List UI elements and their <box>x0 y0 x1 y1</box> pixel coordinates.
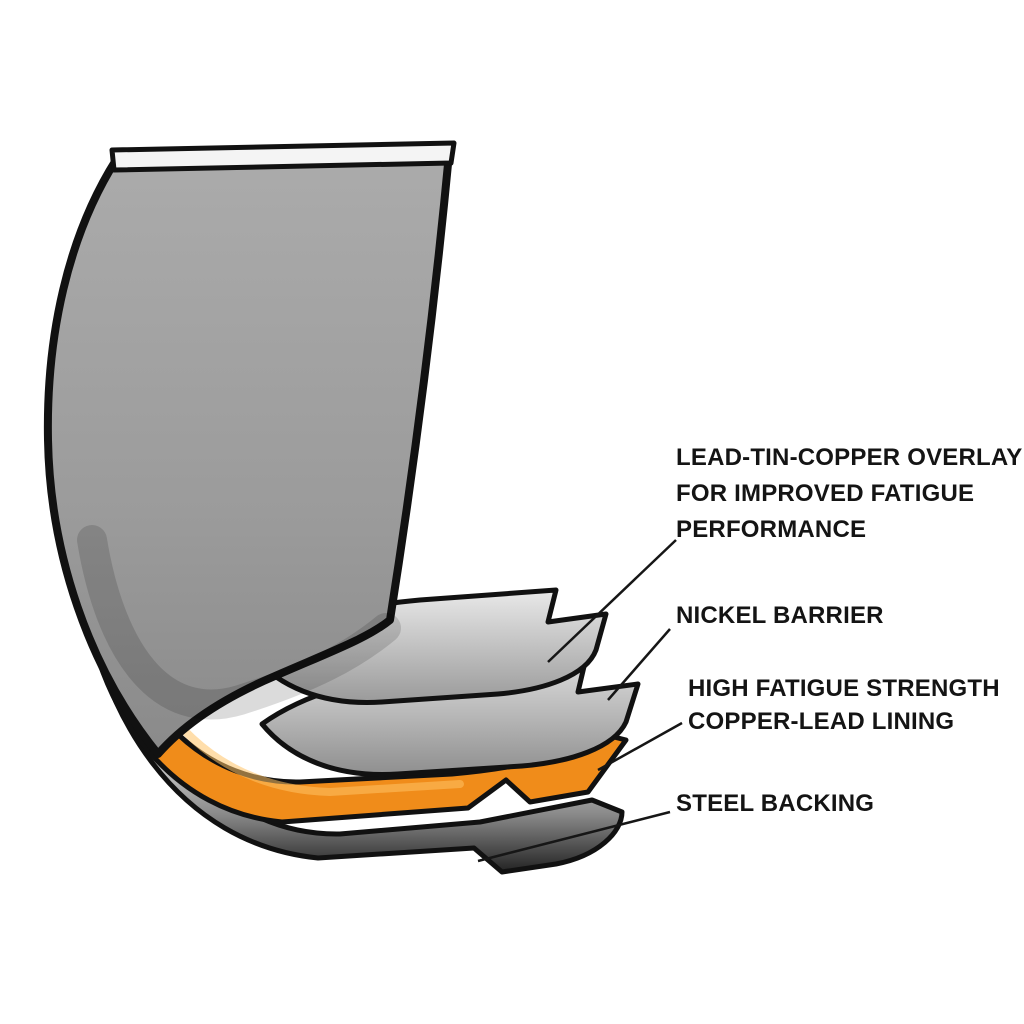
leader-line-copper-lead <box>597 721 683 772</box>
bearing-shell-top-rim <box>109 140 457 173</box>
label-line: PERFORMANCE <box>676 516 867 543</box>
bearing-shell-inner-shadow <box>77 525 401 720</box>
bearing-shell-body <box>43 150 453 758</box>
label-line: LEAD-TIN-COPPER OVERLAY <box>676 444 1023 471</box>
leader-line-nickel <box>607 628 671 701</box>
label-line: STEEL BACKING <box>676 790 875 817</box>
label-copper-lead-lining: HIGH FATIGUE STRENGTH COPPER-LEAD LINING <box>688 672 1000 738</box>
leader-line-steel <box>477 810 671 863</box>
label-line: COPPER-LEAD LINING <box>688 708 955 735</box>
label-lead-tin-copper-overlay: LEAD-TIN-COPPER OVERLAY FOR IMPROVED FAT… <box>676 440 1022 548</box>
label-line: NICKEL BARRIER <box>676 602 884 629</box>
leader-line-overlay <box>547 539 677 663</box>
label-nickel-barrier: NICKEL BARRIER <box>676 598 884 634</box>
label-steel-backing: STEEL BACKING <box>676 786 874 822</box>
label-line: HIGH FATIGUE STRENGTH <box>688 675 1000 702</box>
label-line: FOR IMPROVED FATIGUE <box>676 480 975 507</box>
